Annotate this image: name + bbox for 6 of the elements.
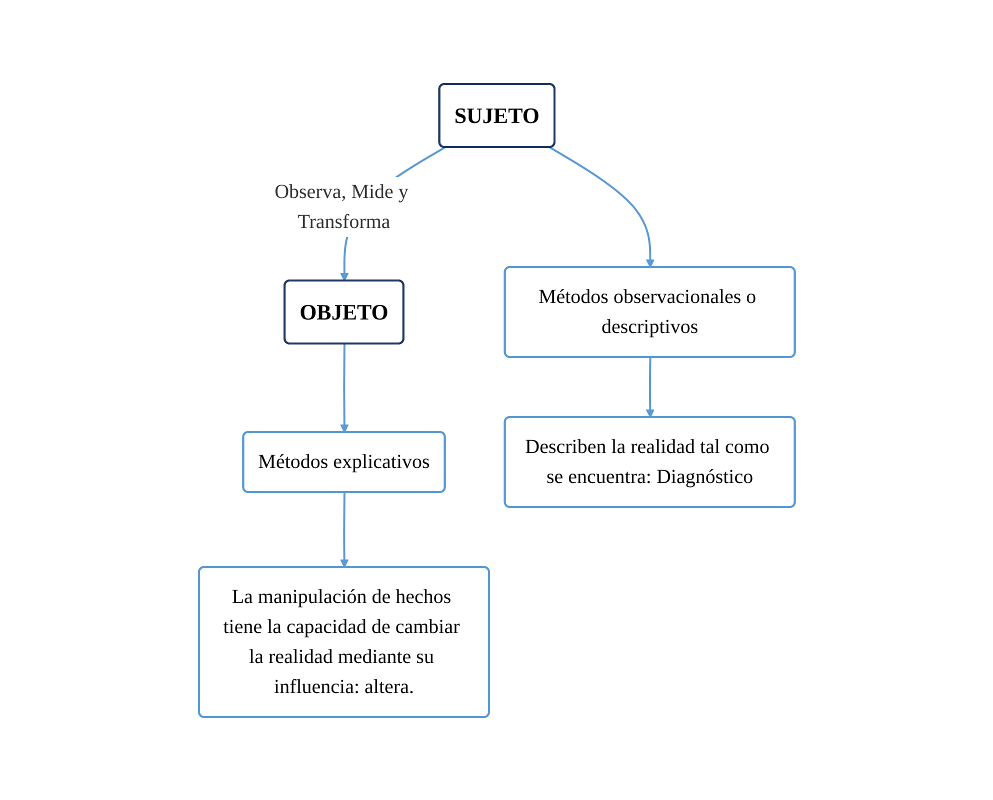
- edge-label: Observa, Mide y Transforma: [274, 180, 408, 232]
- arrow: [645, 356, 654, 418]
- arrow: [340, 343, 348, 432]
- arrow: [340, 492, 348, 568]
- arrow: [549, 146, 654, 268]
- node-text: La manipulación de hechos tiene la capacidad de cambiar la realidad mediante su influencia: altera.: [222, 585, 460, 698]
